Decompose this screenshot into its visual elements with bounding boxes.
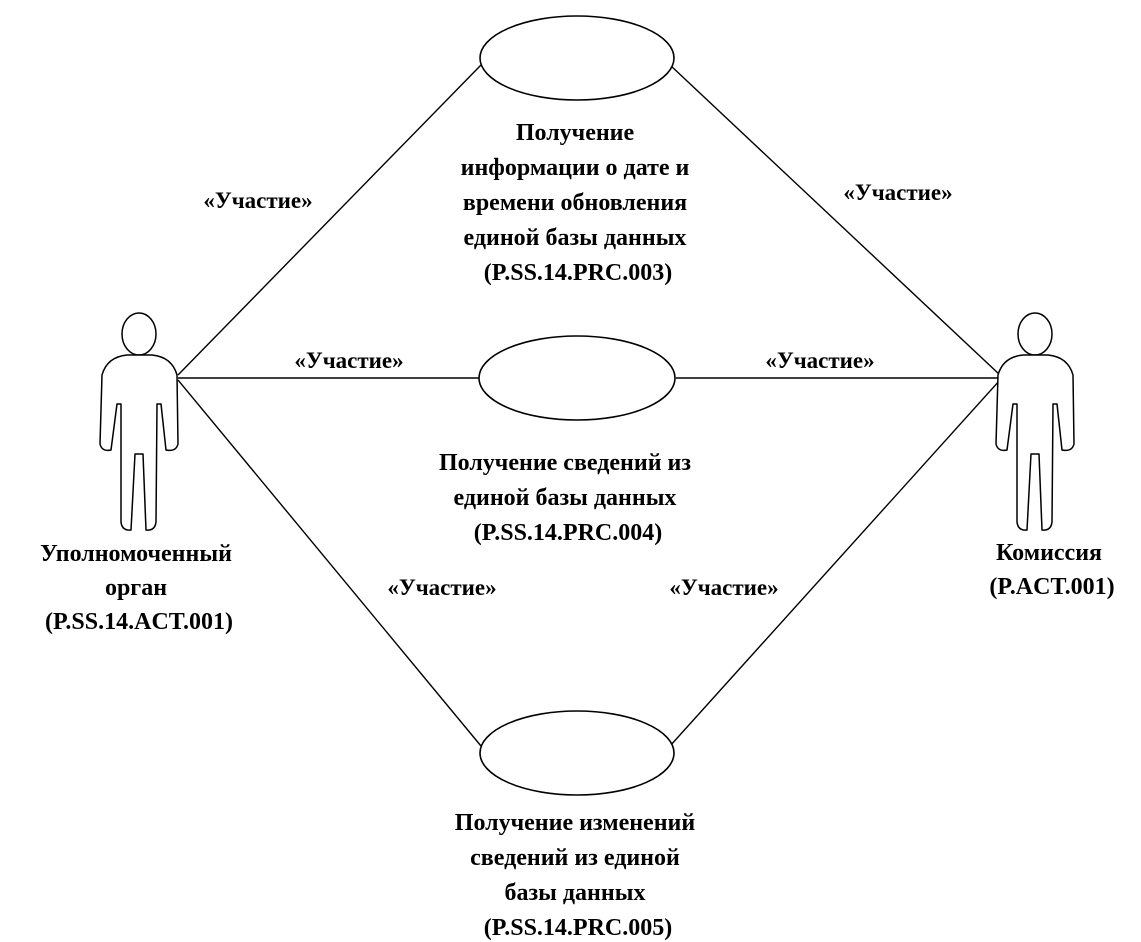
actor-commission-label-line: (P.ACT.001) (989, 574, 1114, 600)
assoc-commission-prc-003 (669, 64, 1001, 376)
use-case-prc-004-label-line: Получение сведений из (439, 450, 691, 476)
stereotype-label-commission-prc-004: «Участие» (765, 348, 874, 373)
use-case-prc-004-label-line: (P.SS.14.PRC.004) (474, 520, 662, 546)
stereotype-label-commission-prc-005: «Участие» (669, 575, 778, 600)
actor-authorized-body-label-line: орган (105, 575, 167, 601)
actor-authorized-body-icon[interactable] (99, 312, 179, 531)
stereotype-labels: «Участие» «Участие» «Участие» «Участие» … (203, 180, 952, 600)
use-case-prc-004-ellipse[interactable] (478, 335, 676, 421)
use-case-prc-005-ellipse[interactable] (479, 710, 675, 796)
actor-authorized-body-label-line: (P.SS.14.ACT.001) (45, 609, 233, 635)
actor-commission-label-line: Комиссия (996, 540, 1102, 566)
stereotype-label-commission-prc-003: «Участие» (843, 180, 952, 205)
use-case-prc-003-label-line: (P.SS.14.PRC.003) (484, 260, 672, 286)
actor-commission-icon[interactable] (995, 312, 1075, 531)
use-case-prc-005-label-line: базы данных (505, 880, 646, 906)
assoc-authorized-body-prc-003 (177, 64, 482, 376)
use-case-prc-003-label-line: информации о дате и (461, 155, 690, 181)
actor-authorized-body-label-line: Уполномоченный (40, 541, 232, 567)
actor-commission-label: Комиссия (P.ACT.001) (989, 540, 1114, 600)
stereotype-label-authorized-body-prc-004: «Участие» (294, 348, 403, 373)
use-case-prc-005-label-line: Получение изменений (455, 810, 696, 836)
use-case-prc-005-label-line: сведений из единой (470, 845, 680, 871)
use-case-prc-005-label-line: (P.SS.14.PRC.005) (484, 915, 672, 941)
assoc-commission-prc-005 (669, 379, 1001, 747)
use-case-prc-003-ellipse[interactable] (479, 15, 675, 101)
use-cases (478, 15, 676, 796)
use-case-prc-005-label: Получение изменений сведений из единой б… (455, 810, 701, 941)
stereotype-label-authorized-body-prc-005: «Участие» (387, 575, 496, 600)
use-case-prc-004-label: Получение сведений из единой базы данных… (439, 450, 697, 546)
use-case-prc-003-label-line: Получение (516, 120, 635, 146)
use-case-prc-003-label-line: единой базы данных (464, 225, 687, 251)
use-case-prc-004-label-line: единой базы данных (454, 485, 677, 511)
stereotype-label-authorized-body-prc-003: «Участие» (203, 188, 312, 213)
actor-authorized-body-label: Уполномоченный орган (P.SS.14.ACT.001) (40, 541, 238, 635)
use-case-prc-003-label-line: времени обновления (463, 190, 687, 216)
use-case-prc-003-label: Получение информации о дате и времени об… (461, 120, 696, 286)
assoc-authorized-body-prc-005 (177, 379, 482, 747)
associations (177, 64, 1001, 747)
